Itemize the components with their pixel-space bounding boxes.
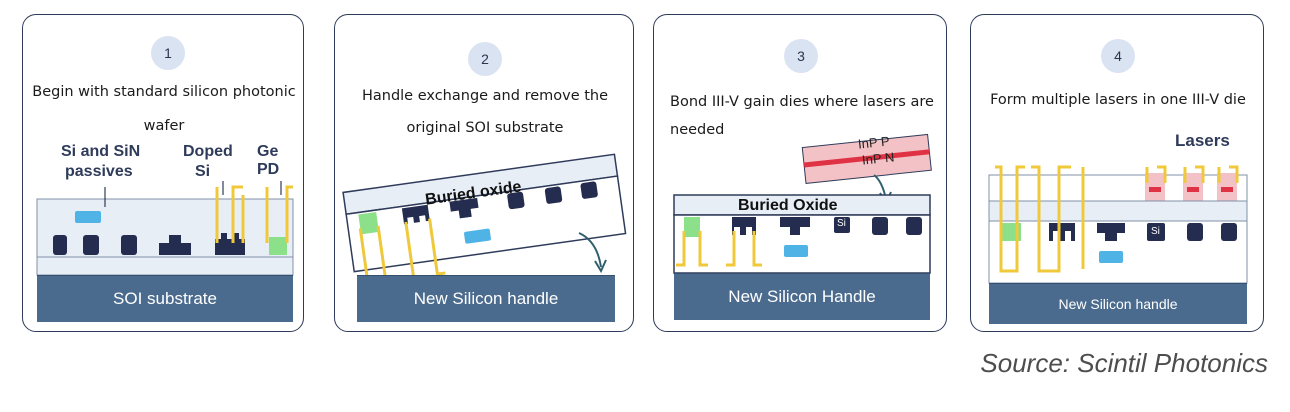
si-sin-label: passives — [65, 163, 133, 180]
lasers-label: Lasers — [1175, 131, 1230, 150]
new-silicon-handle: New Silicon handle — [357, 275, 615, 322]
si-waveguide — [1221, 223, 1237, 241]
rib-waveguide — [159, 235, 191, 255]
bond-iii-v-diagram — [673, 133, 932, 274]
ge-pd-label: Ge PD — [257, 143, 280, 178]
iii-v-layer — [988, 174, 1248, 202]
panel-step-3: 3 Bond III-V gain dies where lasers are … — [653, 14, 947, 332]
new-silicon-handle: New Silicon handle — [989, 283, 1247, 324]
step-description-line-2: original SOI substrate — [406, 120, 564, 136]
si-label: Si — [1151, 226, 1160, 237]
ge-photodiode — [269, 237, 287, 255]
silicon-substrate-top — [36, 256, 294, 276]
step-number-badge: 3 — [784, 39, 818, 73]
step-number-badge: 4 — [1101, 39, 1135, 73]
si-waveguide — [544, 186, 563, 204]
step-description-line-1: Begin with standard silicon photonic — [32, 84, 296, 100]
sin-waveguide — [75, 211, 101, 223]
doped-si-modulator — [1049, 223, 1075, 241]
si-waveguide — [580, 181, 598, 199]
si-sin-label: Si and SiN — [61, 143, 141, 160]
doped-si-modulator — [732, 217, 756, 235]
sin-waveguide — [464, 228, 491, 244]
si-waveguide-labeled — [1147, 223, 1165, 241]
wafer-cross-section — [36, 181, 294, 276]
doped-si-modulator — [215, 233, 245, 255]
laser-active — [1221, 187, 1233, 192]
step-description-line-1: Bond III-V gain dies where lasers are — [670, 94, 934, 110]
rib-waveguide — [1097, 223, 1125, 241]
doped-si-modulator — [401, 204, 430, 225]
step-number-badge: 2 — [468, 42, 502, 76]
si-waveguide — [872, 217, 888, 235]
soi-substrate: SOI substrate — [37, 275, 293, 322]
step-number-badge: 1 — [151, 36, 185, 70]
ge-photodiode — [684, 217, 700, 237]
buried-oxide-label: Buried Oxide — [738, 197, 838, 214]
si-waveguide — [83, 235, 99, 255]
doped-si-label: Si — [195, 163, 211, 180]
source-caption: Source: Scintil Photonics — [980, 348, 1268, 378]
sin-waveguide — [1099, 251, 1123, 263]
panel-step-4: 4 Form multiple lasers in one III-V die … — [970, 14, 1264, 332]
step-description-line-2: wafer — [143, 118, 185, 134]
si-waveguide — [906, 217, 922, 235]
laser-active — [1187, 187, 1199, 192]
si-waveguide — [53, 235, 67, 255]
handle-exchange-diagram — [342, 153, 627, 287]
buried-oxide-layer — [988, 200, 1248, 222]
step-description-line-2: needed — [670, 122, 725, 138]
flip-arrow-head — [594, 259, 607, 274]
active-layer — [803, 149, 930, 168]
flip-arrow — [578, 232, 602, 268]
ge-photodiode — [358, 212, 379, 235]
panel-step-2: 2 Handle exchange and remove the origina… — [334, 14, 634, 332]
panel-step-1: 1 Begin with standard silicon photonic w… — [22, 14, 304, 332]
rib-waveguide — [780, 217, 810, 235]
step-description-line-1: Form multiple lasers in one III-V die — [990, 92, 1246, 108]
si-waveguide-labeled — [834, 217, 850, 233]
rib-waveguide — [449, 197, 479, 219]
si-waveguide — [1187, 223, 1203, 241]
laser-active — [1149, 187, 1161, 192]
si-waveguide — [507, 191, 525, 210]
si-waveguide — [121, 235, 137, 255]
doped-si-label: Doped — [183, 143, 233, 160]
step-description-line-1: Handle exchange and remove the — [361, 88, 609, 104]
new-silicon-handle: New Silicon Handle — [674, 273, 930, 320]
sin-waveguide — [784, 245, 808, 257]
si-label: Si — [837, 218, 846, 229]
